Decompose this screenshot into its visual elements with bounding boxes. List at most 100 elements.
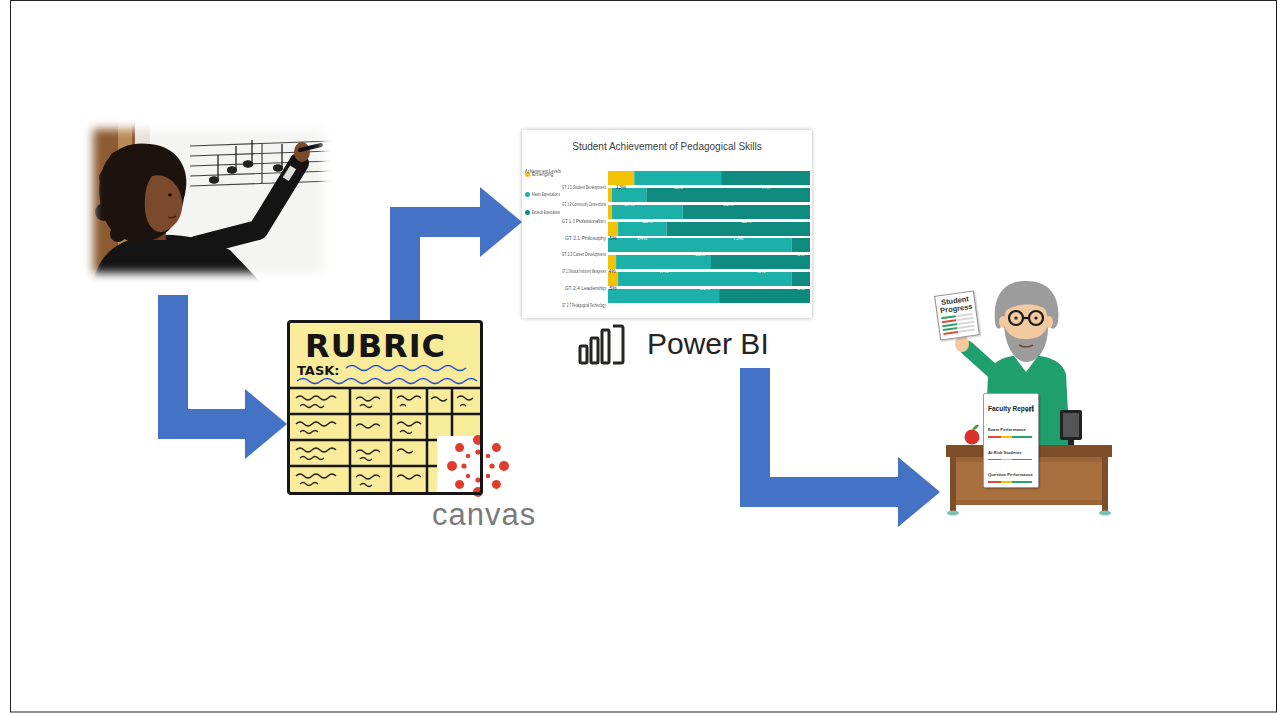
flow-arrow [245, 389, 287, 459]
report-bar [988, 459, 1032, 461]
percent-label: 24% [637, 235, 647, 242]
percent-label-wrap: 49% [711, 259, 810, 277]
power-bi-icon [613, 326, 623, 363]
bar-segment [608, 289, 719, 303]
teacher-figure [283, 165, 296, 181]
teacher-photo [80, 118, 340, 290]
desk [947, 511, 959, 516]
tablet [1063, 413, 1079, 437]
row-label: GT 2.3 Musical Instrument Management [562, 268, 606, 275]
percent-label-wrap: 55% [608, 293, 719, 311]
rubric-scribbles [460, 405, 466, 407]
flow-arrow [173, 295, 247, 424]
row-label-wrap: GT 1.1 Student Development [541, 175, 606, 193]
rubric-sheet: RUBRICTASK: [287, 320, 483, 495]
rubric-grid [390, 388, 393, 493]
row-label-wrap: GT 2.1 Philosophy [565, 226, 606, 244]
bar-segment [608, 238, 792, 252]
percent-label: 35% [642, 218, 652, 225]
percent-label-wrap: 86% [618, 276, 792, 294]
rubric-sheet [289, 322, 482, 494]
percent-label: 45% [760, 302, 770, 309]
report-row: At Risk Students [988, 440, 1034, 461]
percent-label-wrap: 43% [634, 175, 721, 193]
music-staff [190, 161, 332, 166]
teacher-figure [196, 163, 299, 246]
rubric-sheet [289, 322, 483, 494]
canvas-logo [455, 443, 464, 452]
percent-label: 81% [723, 201, 733, 208]
row-label: GT 1.2 Community Connections [562, 201, 606, 208]
logo-label: canvas [432, 499, 536, 530]
percent-label-wrap: 5% [608, 226, 618, 244]
music-notes [228, 167, 237, 173]
music-notes [210, 140, 301, 183]
percent-label: 17% [624, 201, 634, 208]
music-notes [274, 165, 283, 171]
percent-label: 44% [761, 184, 771, 191]
percent-label-wrap: 63% [683, 209, 810, 227]
canvas-logo [447, 435, 509, 497]
report-row-label: Question Performance [988, 472, 1033, 477]
percent-label: 4% [608, 268, 615, 275]
percent-label-wrap: 35% [612, 209, 683, 227]
legend-label: Exceeds Expectations [532, 209, 560, 215]
power-bi-icon [580, 326, 623, 363]
report-row: Exam Performance [988, 417, 1034, 438]
bar-segment [792, 272, 810, 286]
flow-arrow [173, 295, 287, 459]
row-label: GT 2.2 Career Development [562, 251, 606, 258]
rubric-scribbles [397, 449, 413, 453]
row-label: GT 2.7 Pedagogical Technology [562, 302, 606, 309]
report-row-label: At Risk Students [988, 450, 1022, 455]
report-bar [988, 481, 1032, 483]
chart-title-wrap: Student Achievement of Pedagogical Skill… [522, 136, 812, 154]
music-notes [244, 161, 253, 167]
tablet [1060, 410, 1082, 440]
apple [965, 425, 980, 445]
percent-label-wrap: 71% [667, 226, 810, 244]
rubric-scribbles [296, 422, 336, 426]
legend-swatch [525, 210, 530, 215]
rubric-scribbles [400, 431, 412, 434]
music-staff [190, 171, 332, 176]
bar-segment [711, 255, 810, 269]
teacher-figure [95, 203, 113, 221]
arrow-head [480, 187, 522, 257]
bar-segment [618, 222, 666, 236]
canvas-logo [475, 477, 480, 482]
canvas-logo [475, 449, 480, 454]
rubric-scribbles [397, 396, 421, 400]
canvas-logo [499, 461, 509, 471]
rubric-grid [426, 388, 429, 493]
row-label-wrap: GT 1.3 Professionalism [554, 209, 606, 227]
rubric-scribbles [400, 405, 406, 407]
arrow-shaft [405, 222, 481, 320]
teacher-figure [110, 226, 126, 242]
music-notes [235, 146, 236, 170]
percent-label-wrap: 9% [792, 276, 810, 294]
canvas-logo [437, 435, 519, 498]
task-scribbles [346, 366, 466, 371]
rubric-scribbles [300, 405, 324, 408]
slide-frame [11, 1, 1277, 713]
task-scribbles [297, 379, 477, 384]
legend-swatch [525, 192, 530, 197]
row-label: GT 1.1 Student Development [562, 184, 606, 191]
legend-label: Emerging [532, 171, 553, 177]
row-label-wrap: GT 2.7 Pedagogical Technology [535, 293, 606, 311]
power-bi-icon [591, 338, 598, 363]
canvas-logo [492, 443, 501, 452]
report-heading-wrap: Faculty Report [988, 397, 1034, 415]
percent-label-wrap: 4% [608, 259, 616, 277]
rubric-scribbles [356, 475, 380, 479]
percent-label: 43% [673, 184, 683, 191]
rubric-scribbles [457, 396, 473, 400]
flow-arrow [405, 187, 522, 320]
faculty-figure [1014, 316, 1017, 319]
faculty-figure [967, 348, 996, 374]
bar-segment [719, 289, 810, 303]
rubric-title: RUBRIC [305, 330, 446, 362]
